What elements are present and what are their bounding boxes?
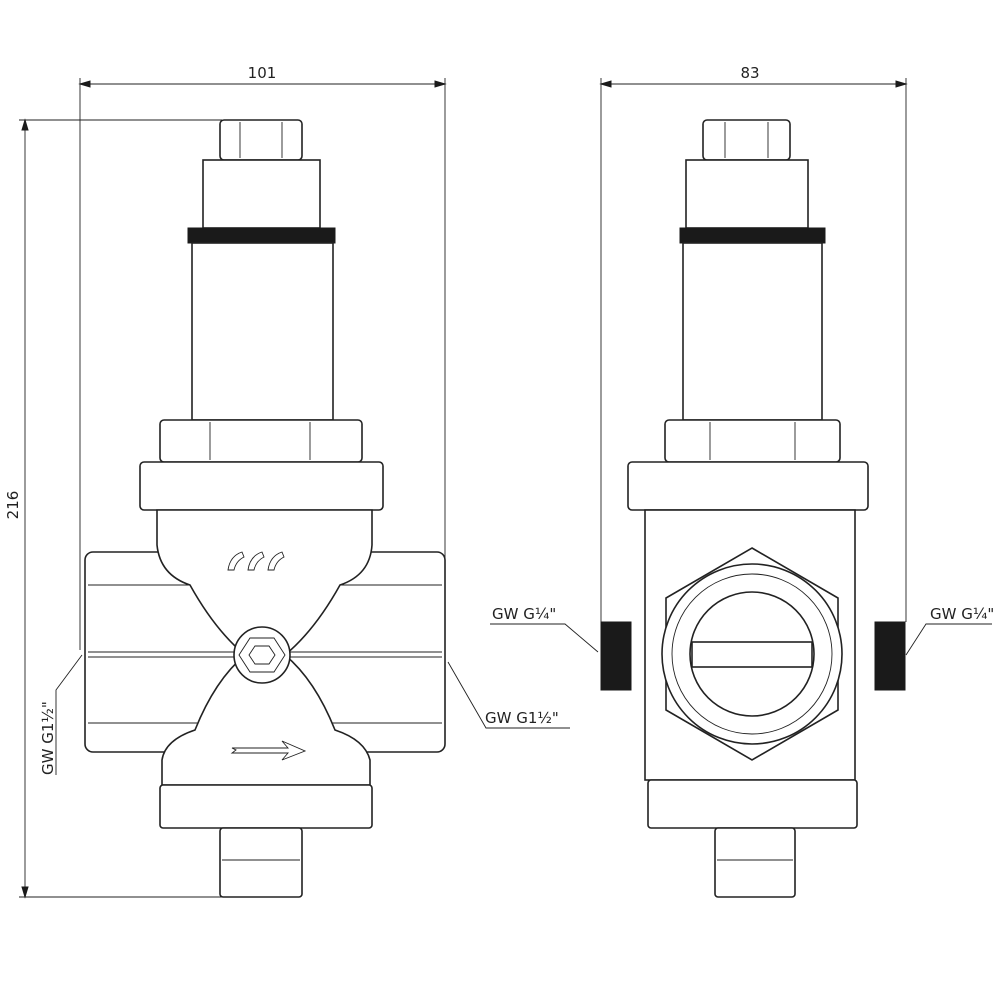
valve-front-view bbox=[84, 119, 446, 898]
adjustment-ring bbox=[187, 227, 336, 244]
gauge-port-right bbox=[874, 621, 906, 691]
svg-text:GW G1½": GW G1½" bbox=[39, 701, 57, 775]
svg-text:GW G¼": GW G¼" bbox=[930, 605, 994, 623]
dimension-label-101: 101 bbox=[248, 64, 277, 82]
dimension-label-83: 83 bbox=[740, 64, 759, 82]
dimension-width-side: 83 bbox=[599, 64, 908, 622]
gauge-port-left bbox=[600, 621, 632, 691]
dimension-height: 216 bbox=[4, 118, 228, 899]
valve-side-view bbox=[600, 119, 906, 898]
dimension-label-216: 216 bbox=[4, 491, 22, 520]
dimension-width-front: 101 bbox=[78, 64, 447, 650]
logo-icon bbox=[227, 551, 285, 571]
flow-arrow-icon bbox=[230, 740, 307, 761]
svg-text:GW G¼": GW G¼" bbox=[492, 605, 556, 623]
callout-outlet-thread: GW G1½" bbox=[447, 661, 570, 729]
callout-gauge-port-right: GW G¼" bbox=[905, 605, 994, 656]
plug-icon bbox=[233, 626, 291, 684]
callout-gauge-port-left: GW G¼" bbox=[490, 605, 599, 653]
svg-text:GW G1½": GW G1½" bbox=[485, 709, 559, 727]
callout-inlet-thread: GW G1½" bbox=[39, 654, 83, 775]
